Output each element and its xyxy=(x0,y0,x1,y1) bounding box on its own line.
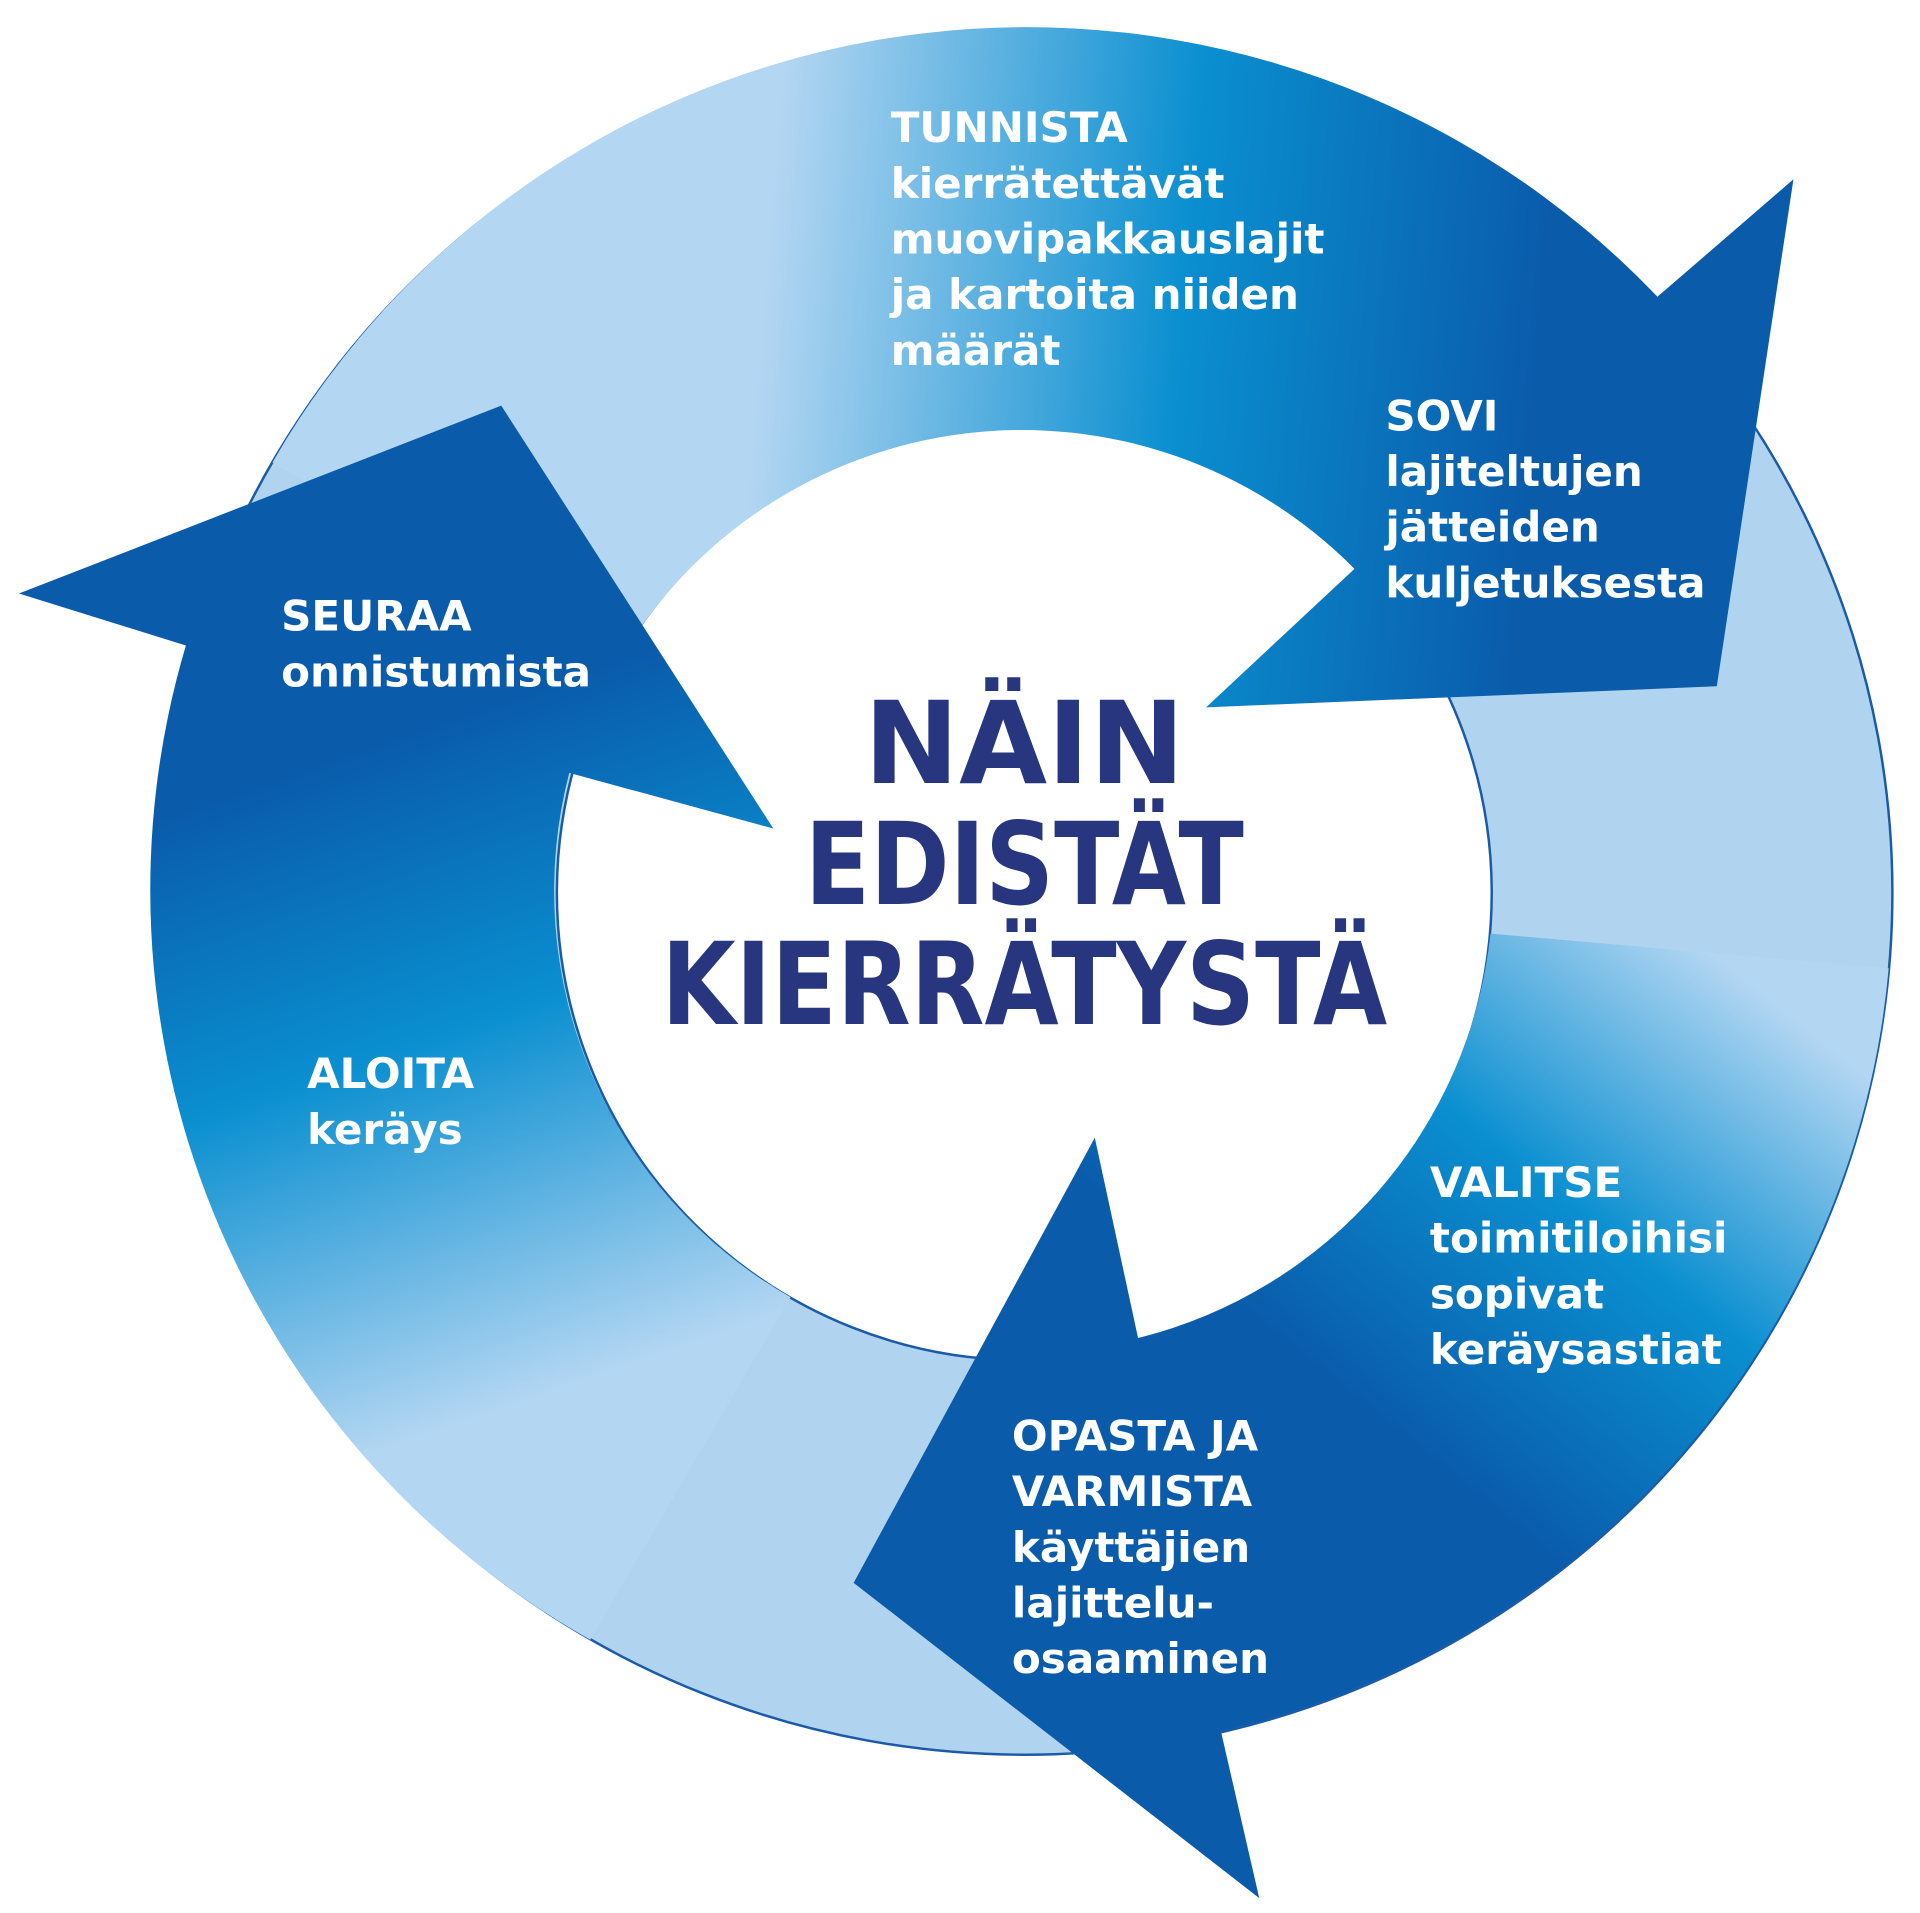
step-text: ja kartoita niiden xyxy=(889,270,1299,319)
step-text: lajittelu- xyxy=(1012,1578,1214,1627)
step-text: lajiteltujen xyxy=(1385,447,1642,496)
step-sovi: SOVI lajiteltujen jätteiden kuljetuksest… xyxy=(1383,391,1705,607)
step-text: keräys xyxy=(307,1105,463,1154)
step-heading: SEURAA xyxy=(281,592,472,641)
step-text: onnistumista xyxy=(281,647,591,696)
step-text: määrät xyxy=(891,326,1061,375)
step-text: muovipakkauslajit xyxy=(891,215,1325,264)
step-text: jätteiden xyxy=(1383,503,1599,552)
step-text: kuljetuksesta xyxy=(1385,558,1705,607)
step-text: käyttäjien xyxy=(1012,1523,1250,1572)
step-seuraa: SEURAA onnistumista xyxy=(281,592,591,697)
title-line: EDISTÄT xyxy=(805,798,1244,931)
step-heading: OPASTA JA xyxy=(1012,1412,1259,1461)
title-line: KIERRÄTYSTÄ xyxy=(661,918,1387,1051)
step-aloita: ALOITA keräys xyxy=(307,1049,475,1154)
arrow-tunnista-sovi xyxy=(272,27,1794,708)
step-text: kierrätettävät xyxy=(891,159,1225,208)
step-text: keräysastiat xyxy=(1430,1325,1722,1374)
step-heading: ALOITA xyxy=(307,1049,475,1098)
arrow-aloita-seuraa xyxy=(18,405,791,1640)
step-text: toimitiloihisi xyxy=(1430,1214,1728,1263)
step-heading: TUNNISTA xyxy=(891,103,1128,152)
step-opasta: OPASTA JA VARMISTA käyttäjien lajittelu-… xyxy=(1012,1412,1269,1684)
diagram-title: NÄIN EDISTÄT KIERRÄTYSTÄ xyxy=(661,677,1387,1051)
step-text: sopivat xyxy=(1430,1269,1604,1318)
arrow-valitse-opasta xyxy=(853,933,1889,1899)
title-line: NÄIN xyxy=(864,677,1185,810)
step-valitse: VALITSE toimitiloihisi sopivat keräysast… xyxy=(1430,1158,1728,1374)
step-text: osaaminen xyxy=(1012,1634,1269,1683)
step-heading: VALITSE xyxy=(1430,1158,1622,1207)
step-heading: VARMISTA xyxy=(1012,1467,1253,1516)
step-tunnista: TUNNISTA kierrätettävät muovipakkauslaji… xyxy=(889,103,1325,375)
step-heading: SOVI xyxy=(1385,391,1498,440)
